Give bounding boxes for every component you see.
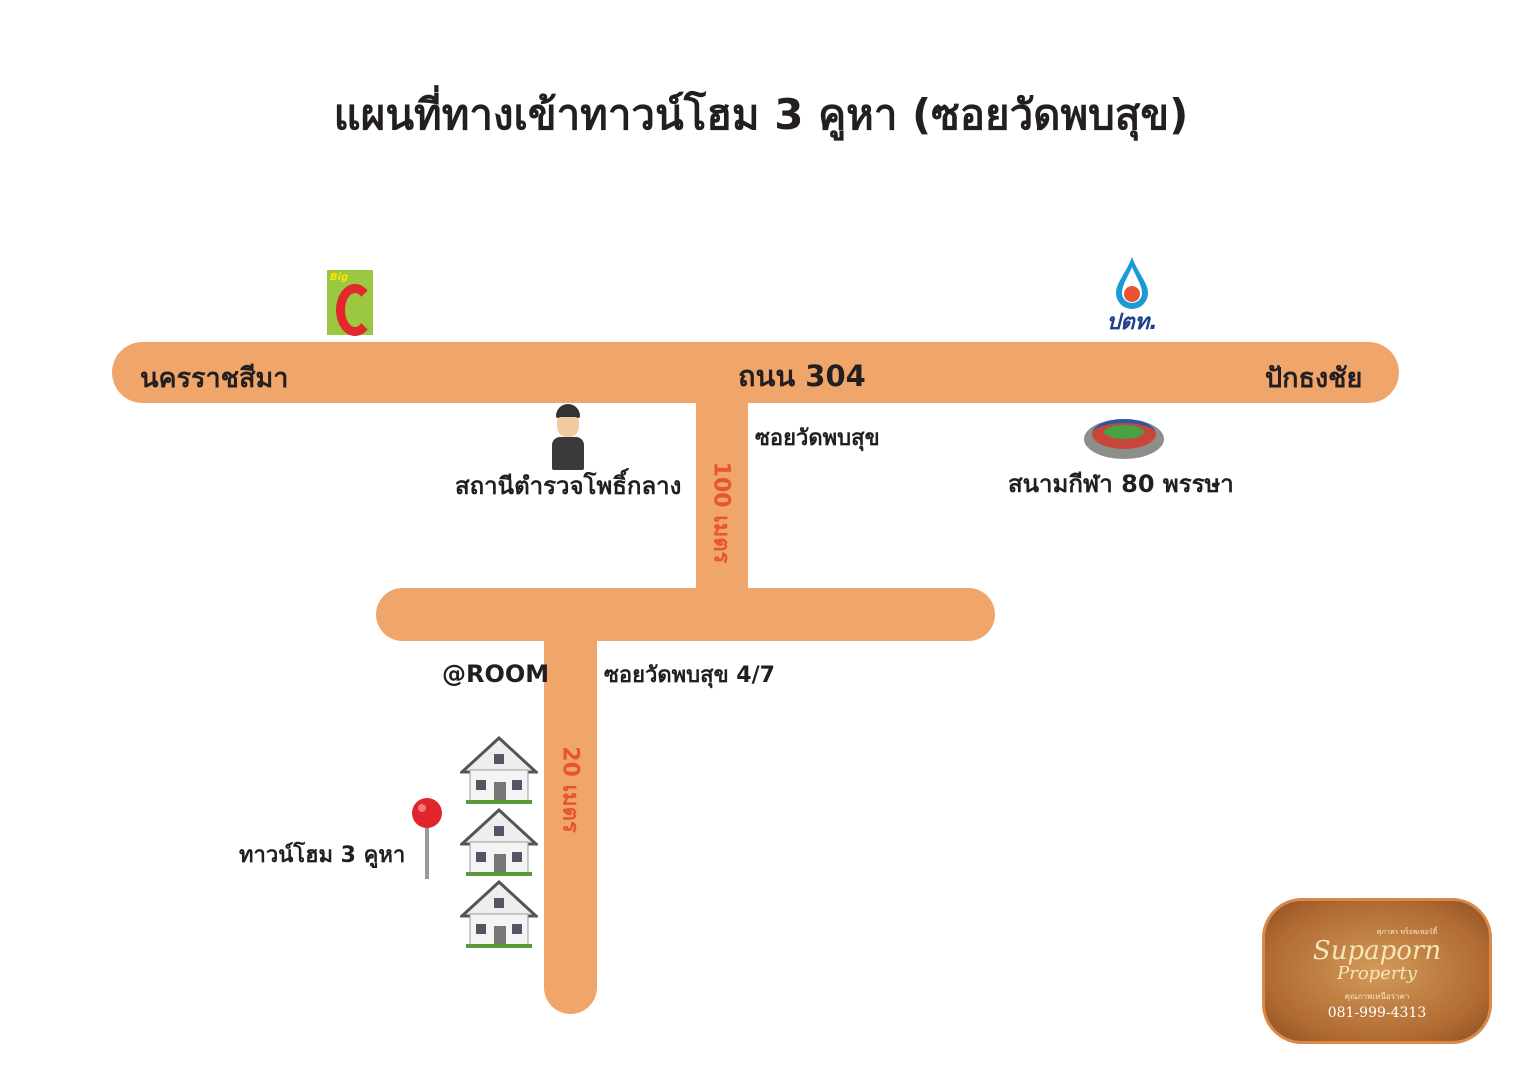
map-title: แผนที่ทางเข้าทาวน์โฮม 3 คูหา (ซอยวัดพบสุ… bbox=[333, 90, 1189, 139]
house-icon bbox=[460, 808, 538, 876]
bigc-c-icon bbox=[336, 284, 374, 336]
location-pin-icon bbox=[412, 798, 442, 879]
bigc-logo: Big bbox=[327, 270, 374, 336]
bigc-word: Big bbox=[330, 272, 349, 283]
brand-name-line1: Supaporn bbox=[1312, 936, 1442, 966]
brand-phone: 081-999-4313 bbox=[1327, 1005, 1427, 1021]
ptt-logo: ปตท. bbox=[1098, 255, 1166, 335]
stadium-icon bbox=[1078, 405, 1170, 463]
label-room: @ROOM bbox=[442, 660, 550, 688]
brand-tagline-top: ศุภาพร พร็อพเพอร์ตี้ bbox=[1376, 928, 1438, 936]
label-distance-20: 20 เมตร bbox=[557, 746, 583, 833]
label-townhome: ทาวน์โฮม 3 คูหา bbox=[239, 843, 406, 868]
label-distance-100: 100 เมตร bbox=[708, 461, 734, 564]
label-road-304: ถนน 304 bbox=[738, 359, 866, 393]
brand-tagline-bottom: คุณภาพเหนือราคา bbox=[1344, 992, 1410, 1001]
police-officer-icon bbox=[548, 404, 588, 470]
label-east: ปักธงชัย bbox=[1265, 363, 1363, 394]
house-icon bbox=[460, 736, 538, 804]
label-west: นครราชสีมา bbox=[140, 363, 289, 394]
label-soi-main: ซอยวัดพบสุข bbox=[755, 426, 880, 451]
supaporn-property-logo: ศุภาพร พร็อพเพอร์ตี้ Supaporn Property ค… bbox=[1262, 898, 1492, 1044]
road-soi-4-7 bbox=[544, 636, 597, 1014]
road-304 bbox=[112, 342, 1399, 403]
label-stadium: สนามกีฬา 80 พรรษา bbox=[1008, 470, 1234, 498]
road-soi-wat-phopsuk bbox=[696, 400, 748, 592]
label-police-station: สถานีตำรวจโพธิ์กลาง bbox=[455, 472, 682, 500]
ptt-flame-icon: ปตท. bbox=[1106, 257, 1158, 335]
label-soi-branch: ซอยวัดพบสุข 4/7 bbox=[604, 663, 775, 688]
house-icon bbox=[460, 880, 538, 948]
brand-name-line2: Property bbox=[1337, 963, 1417, 984]
svg-text:ปตท.: ปตท. bbox=[1106, 310, 1157, 333]
road-cross bbox=[376, 588, 995, 641]
